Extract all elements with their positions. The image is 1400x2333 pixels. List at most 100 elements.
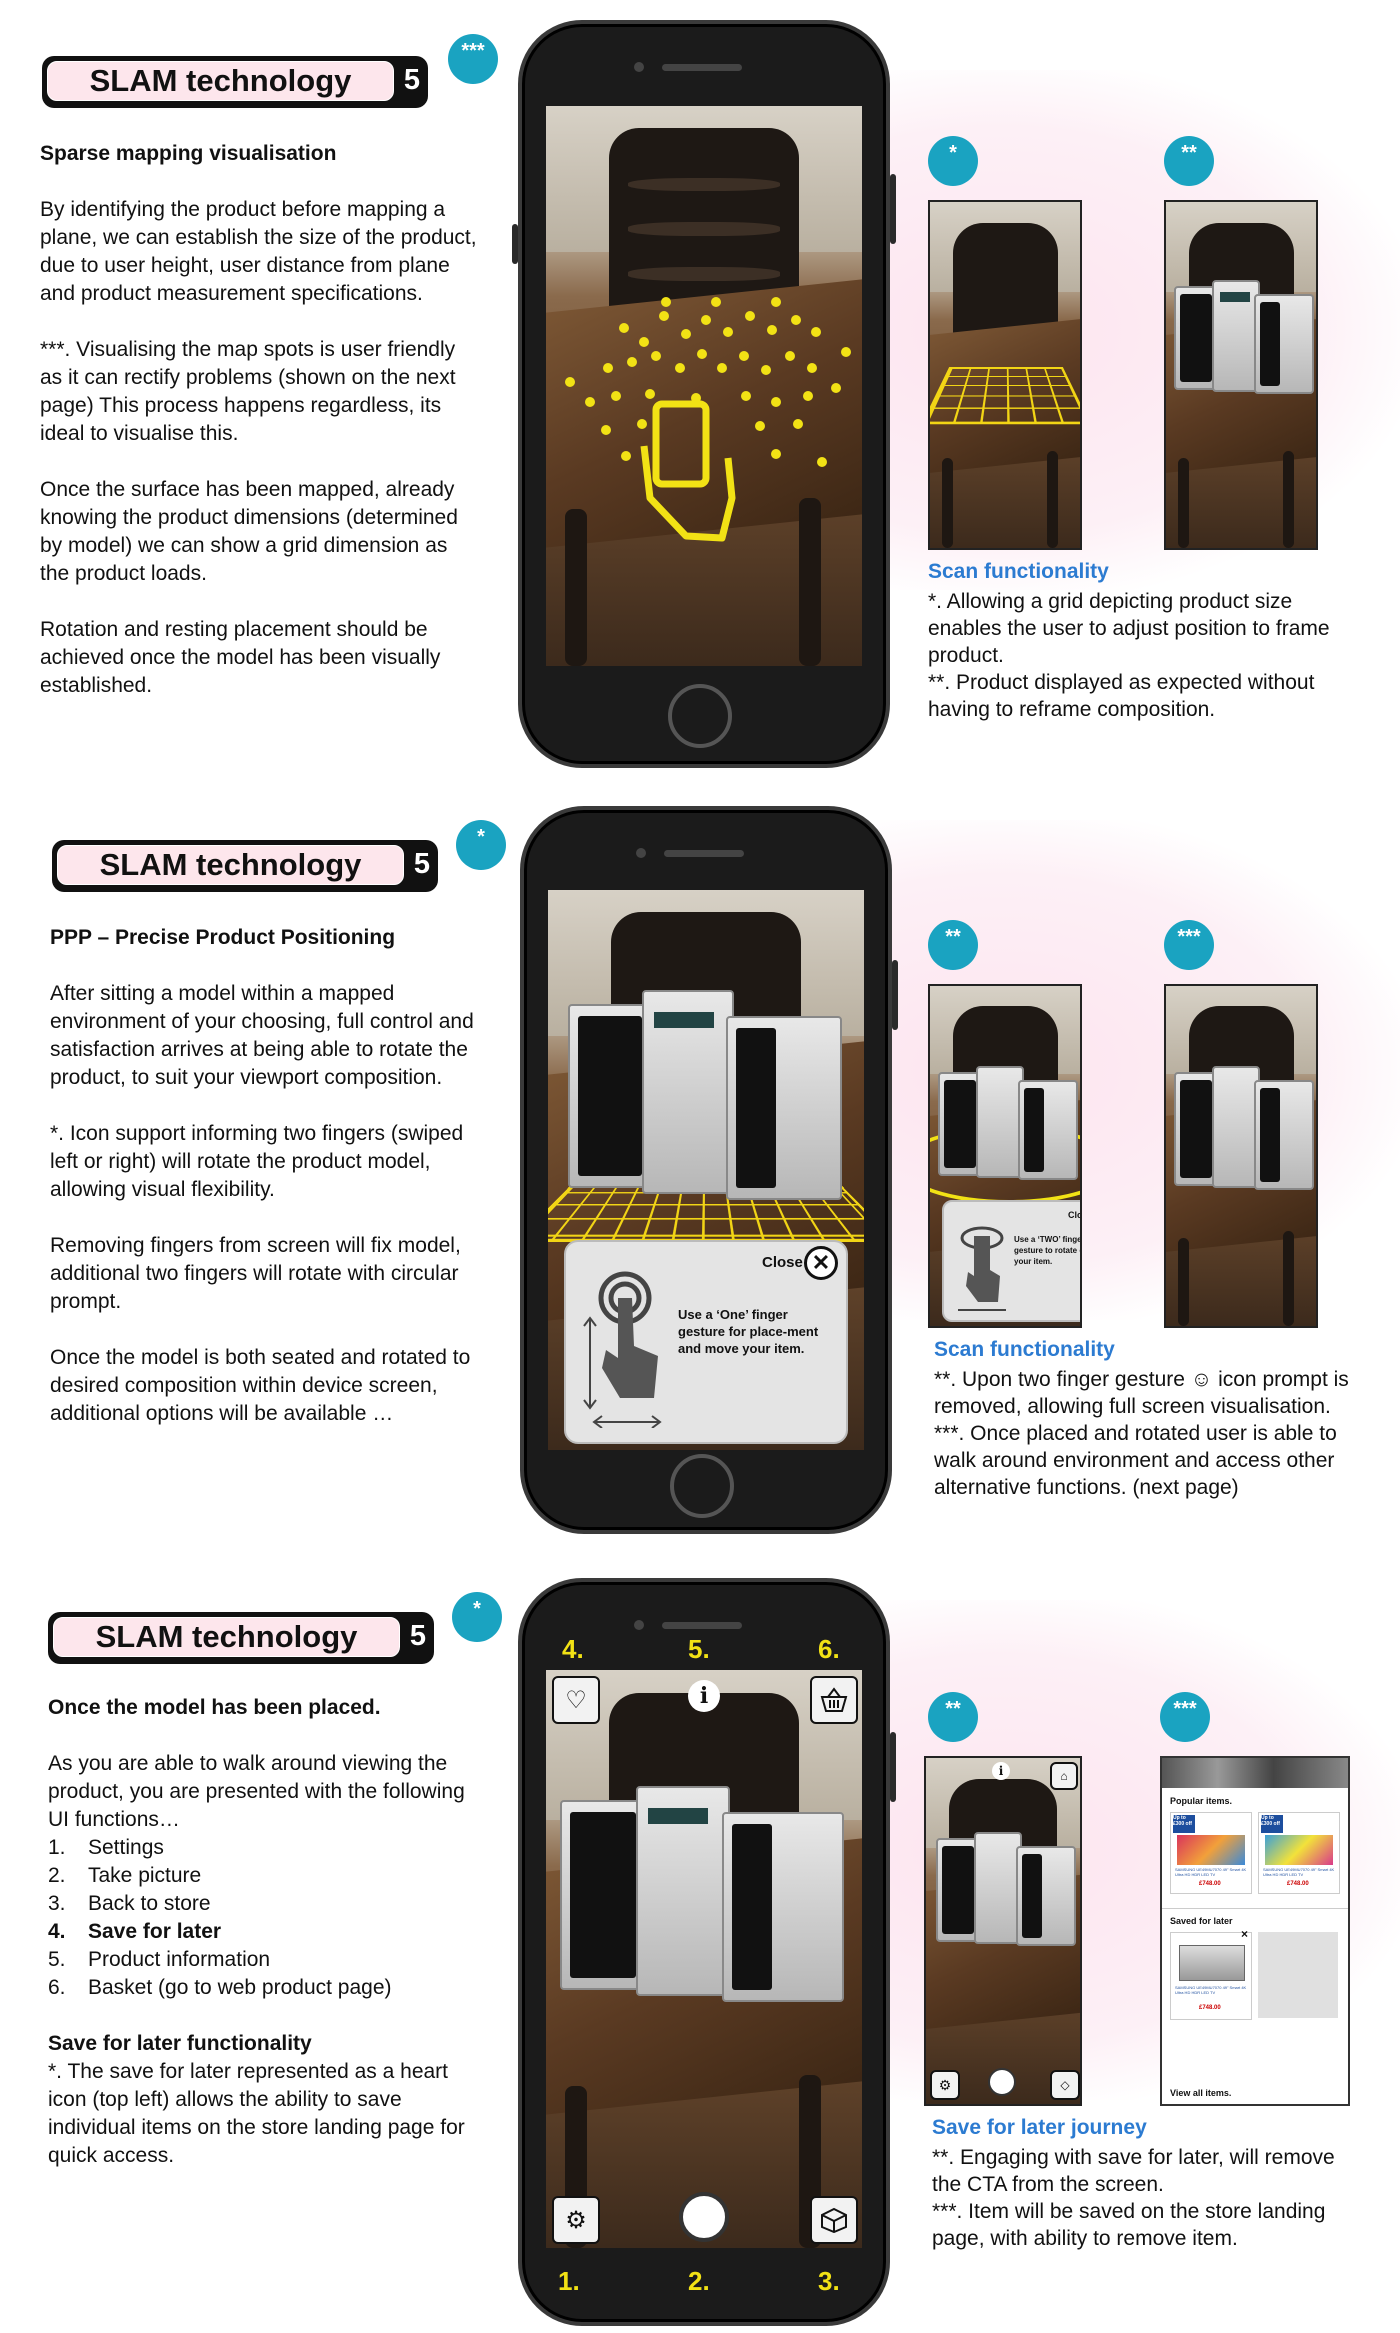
popular-heading: Popular items. — [1170, 1796, 1233, 1806]
product-name: SAMSUNG UE49MU7070 49" Smart 4K Ultra HD… — [1175, 1867, 1247, 1877]
phone-mockup: 4. 5. 6. ♡ i ⚙ 1. 2. 3. — [518, 1578, 896, 2326]
map-spots — [565, 297, 851, 542]
speaker-right — [1254, 1080, 1314, 1190]
info-icon[interactable]: i — [992, 1762, 1010, 1780]
product-card[interactable]: Up to £300 off SAMSUNG UE49MU7070 49" Sm… — [1170, 1812, 1252, 1894]
empty-slot — [1258, 1932, 1338, 2018]
section-number: 5 — [413, 848, 430, 880]
speaker-right — [1016, 1846, 1076, 1946]
label-back-to-store: 3. — [818, 2266, 840, 2296]
saved-item-card[interactable]: × SAMSUNG UE49MU7070 49" Smart 4K Ultra … — [1170, 1927, 1252, 2020]
thumb-grid-scan — [928, 200, 1082, 550]
speaker-left — [1174, 1072, 1218, 1186]
popup-message: Use a ‘One’ finger gesture for place-men… — [678, 1307, 819, 1356]
basket-icon[interactable] — [810, 1676, 858, 1724]
label-take-picture: 2. — [688, 2266, 710, 2296]
paragraph: Removing fingers from screen will fix mo… — [50, 1234, 461, 1313]
caption-line: ***. Once placed and rotated user is abl… — [934, 1422, 1337, 1499]
caption-text: **. Engaging with save for later, will r… — [932, 2144, 1352, 2252]
speaker — [662, 1622, 742, 1629]
caption-text: **. Upon two finger gesture ☺ icon promp… — [934, 1366, 1354, 1501]
speaker-right — [722, 1812, 844, 2002]
phone-screen: Close ✕ Use a ‘One’ finger gesture for p… — [548, 890, 864, 1450]
list-item: 4.Save for later — [48, 1920, 222, 1943]
saved-product-image — [1179, 1945, 1245, 1981]
front-camera — [636, 848, 646, 858]
basket-icon[interactable]: ⌂ — [1050, 1762, 1078, 1790]
thumb-badge: * — [928, 136, 978, 186]
chair-slat — [628, 222, 780, 236]
section-heading: PPP – Precise Product Positioning — [50, 926, 396, 949]
section-heading: Once the model has been placed. — [48, 1696, 381, 1719]
store-icon[interactable] — [810, 2196, 858, 2244]
speaker-left — [938, 1072, 982, 1176]
remove-icon[interactable]: × — [1241, 1927, 1249, 1941]
chair-slat — [628, 177, 780, 192]
section-title: SLAM technology — [53, 1617, 400, 1657]
stereo-model — [560, 1786, 844, 2026]
saved-heading: Saved for later — [1170, 1916, 1233, 1926]
main-unit — [636, 1786, 730, 1996]
stereo-model — [938, 1066, 1078, 1186]
thumb-badge: ** — [1164, 136, 1214, 186]
power-button — [890, 174, 896, 244]
thumb-badge: *** — [1160, 1692, 1210, 1742]
caption-heading: Scan functionality — [934, 1338, 1115, 1361]
product-card[interactable]: Up to £300 off SAMSUNG UE49MU7070 49" Sm… — [1258, 1812, 1340, 1894]
section-number: 5 — [409, 1620, 426, 1652]
ar-scene — [546, 1670, 862, 2248]
close-icon[interactable]: ✕ — [804, 1246, 838, 1280]
store-icon[interactable]: ◇ — [1050, 2070, 1080, 2100]
caption-heading: Save for later journey — [932, 2116, 1147, 2139]
stereo-model — [568, 990, 842, 1230]
caption-line: *. Allowing a grid depicting product siz… — [928, 590, 1330, 667]
speaker-right — [726, 1016, 842, 1200]
caption-heading: Scan functionality — [928, 560, 1109, 583]
info-icon[interactable]: i — [688, 1680, 720, 1712]
speaker-left — [568, 1004, 652, 1188]
hand-phone-icon — [640, 400, 736, 542]
section-title: SLAM technology — [57, 845, 404, 885]
list-item: 2.Take picture — [48, 1864, 202, 1887]
gear-icon[interactable]: ⚙ — [552, 2196, 600, 2244]
table-leg — [1283, 451, 1294, 548]
thumb-badge: *** — [1164, 920, 1214, 970]
divider — [1162, 1908, 1348, 1909]
paragraph: *. Icon support informing two fingers (s… — [50, 1122, 464, 1201]
section3-text: Once the model has been placed. As you a… — [48, 1694, 488, 2170]
home-button — [668, 684, 732, 748]
heart-icon[interactable]: ♡ — [552, 1676, 600, 1724]
power-button — [892, 960, 898, 1030]
speaker-right — [1254, 294, 1314, 394]
caption-line: **. Upon two finger gesture ☺ icon promp… — [934, 1368, 1349, 1418]
cube-glyph — [821, 2207, 847, 2233]
speaker — [662, 64, 742, 71]
speaker-left — [936, 1838, 980, 1942]
list-item: 1.Settings — [48, 1836, 164, 1859]
view-all-link[interactable]: View all items. — [1170, 2088, 1232, 2098]
section2-text: PPP – Precise Product Positioning After … — [50, 924, 490, 1428]
table-leg — [1283, 1230, 1294, 1326]
map-spot-dots — [565, 297, 851, 467]
home-button — [670, 1454, 734, 1518]
main-unit — [1212, 280, 1260, 392]
ar-scene — [546, 106, 862, 666]
shutter-button[interactable] — [988, 2068, 1016, 2096]
section-title-pill: SLAM technology 5 — [42, 56, 428, 108]
shutter-button[interactable] — [679, 2192, 729, 2242]
caption-line: ***. Item will be saved on the store lan… — [932, 2200, 1326, 2250]
subheading: Save for later functionality — [48, 2032, 312, 2055]
chair-slat — [628, 267, 780, 281]
paragraph: Rotation and resting placement should be… — [40, 618, 441, 697]
popup-close-label: Close — [1068, 1210, 1082, 1220]
product-name: SAMSUNG UE49MU7070 49" Smart 4K Ultra HD… — [1175, 1985, 1247, 1995]
gear-icon[interactable]: ⚙ — [930, 2070, 960, 2100]
speaker-left — [1174, 286, 1218, 390]
stereo-model — [936, 1832, 1076, 1952]
table-leg — [942, 458, 953, 548]
paragraph: ***. Visualising the map spots is user f… — [40, 338, 456, 445]
thumb-rotate: Close ✕ Use a ‘TWO’ finger gesture to ro… — [928, 984, 1082, 1328]
list-item: 3.Back to store — [48, 1892, 211, 1915]
paragraph: Once the model is both seated and rotate… — [50, 1346, 471, 1425]
speaker-left — [560, 1800, 646, 1990]
